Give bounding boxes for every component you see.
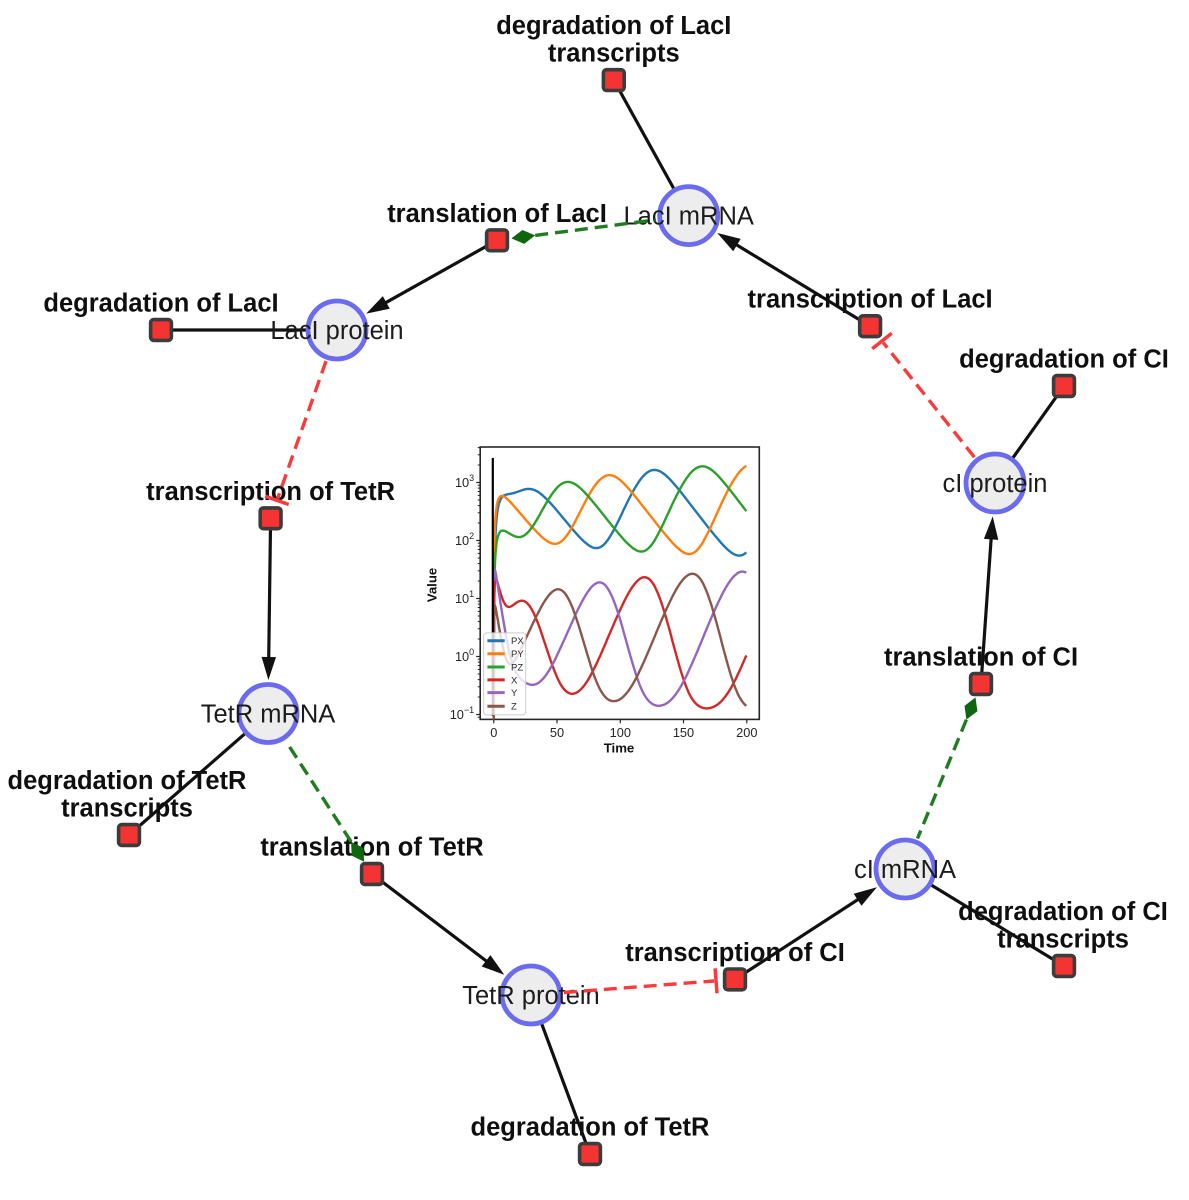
svg-text:Y: Y bbox=[511, 688, 518, 699]
svg-text:translation of TetR: translation of TetR bbox=[260, 834, 483, 862]
svg-text:Z: Z bbox=[511, 702, 517, 713]
svg-text:150: 150 bbox=[673, 725, 694, 740]
svg-text:transcripts: transcripts bbox=[997, 926, 1129, 954]
svg-text:transcripts: transcripts bbox=[548, 40, 680, 68]
svg-text:TetR mRNA: TetR mRNA bbox=[201, 701, 336, 729]
svg-text:degradation of LacI: degradation of LacI bbox=[496, 12, 731, 40]
svg-text:cI mRNA: cI mRNA bbox=[854, 856, 956, 884]
svg-text:translation of CI: translation of CI bbox=[884, 644, 1078, 672]
svg-text:LacI mRNA: LacI mRNA bbox=[624, 203, 754, 231]
svg-text:TetR protein: TetR protein bbox=[462, 982, 600, 1010]
svg-text:degradation of TetR: degradation of TetR bbox=[471, 1114, 710, 1142]
svg-text:transcription of TetR: transcription of TetR bbox=[146, 478, 395, 506]
svg-text:PX: PX bbox=[511, 636, 524, 647]
svg-text:100: 100 bbox=[610, 725, 631, 740]
svg-text:transcription of LacI: transcription of LacI bbox=[748, 286, 993, 314]
svg-text:PZ: PZ bbox=[511, 662, 523, 673]
svg-text:X: X bbox=[511, 675, 518, 686]
svg-text:transcripts: transcripts bbox=[61, 795, 193, 823]
svg-text:50: 50 bbox=[550, 725, 564, 740]
svg-text:degradation of CI: degradation of CI bbox=[958, 898, 1168, 926]
svg-text:LacI protein: LacI protein bbox=[270, 317, 403, 345]
svg-text:degradation of CI: degradation of CI bbox=[959, 346, 1169, 374]
svg-text:degradation of TetR: degradation of TetR bbox=[8, 767, 247, 795]
svg-text:transcription of CI: transcription of CI bbox=[625, 939, 845, 967]
svg-text:translation of LacI: translation of LacI bbox=[387, 200, 607, 228]
svg-text:PY: PY bbox=[511, 649, 524, 660]
svg-text:cI protein: cI protein bbox=[943, 470, 1048, 498]
svg-text:degradation of LacI: degradation of LacI bbox=[43, 290, 278, 318]
svg-text:200: 200 bbox=[736, 725, 757, 740]
svg-text:0: 0 bbox=[490, 725, 497, 740]
svg-text:Value: Value bbox=[425, 568, 440, 602]
svg-text:Time: Time bbox=[604, 740, 635, 755]
